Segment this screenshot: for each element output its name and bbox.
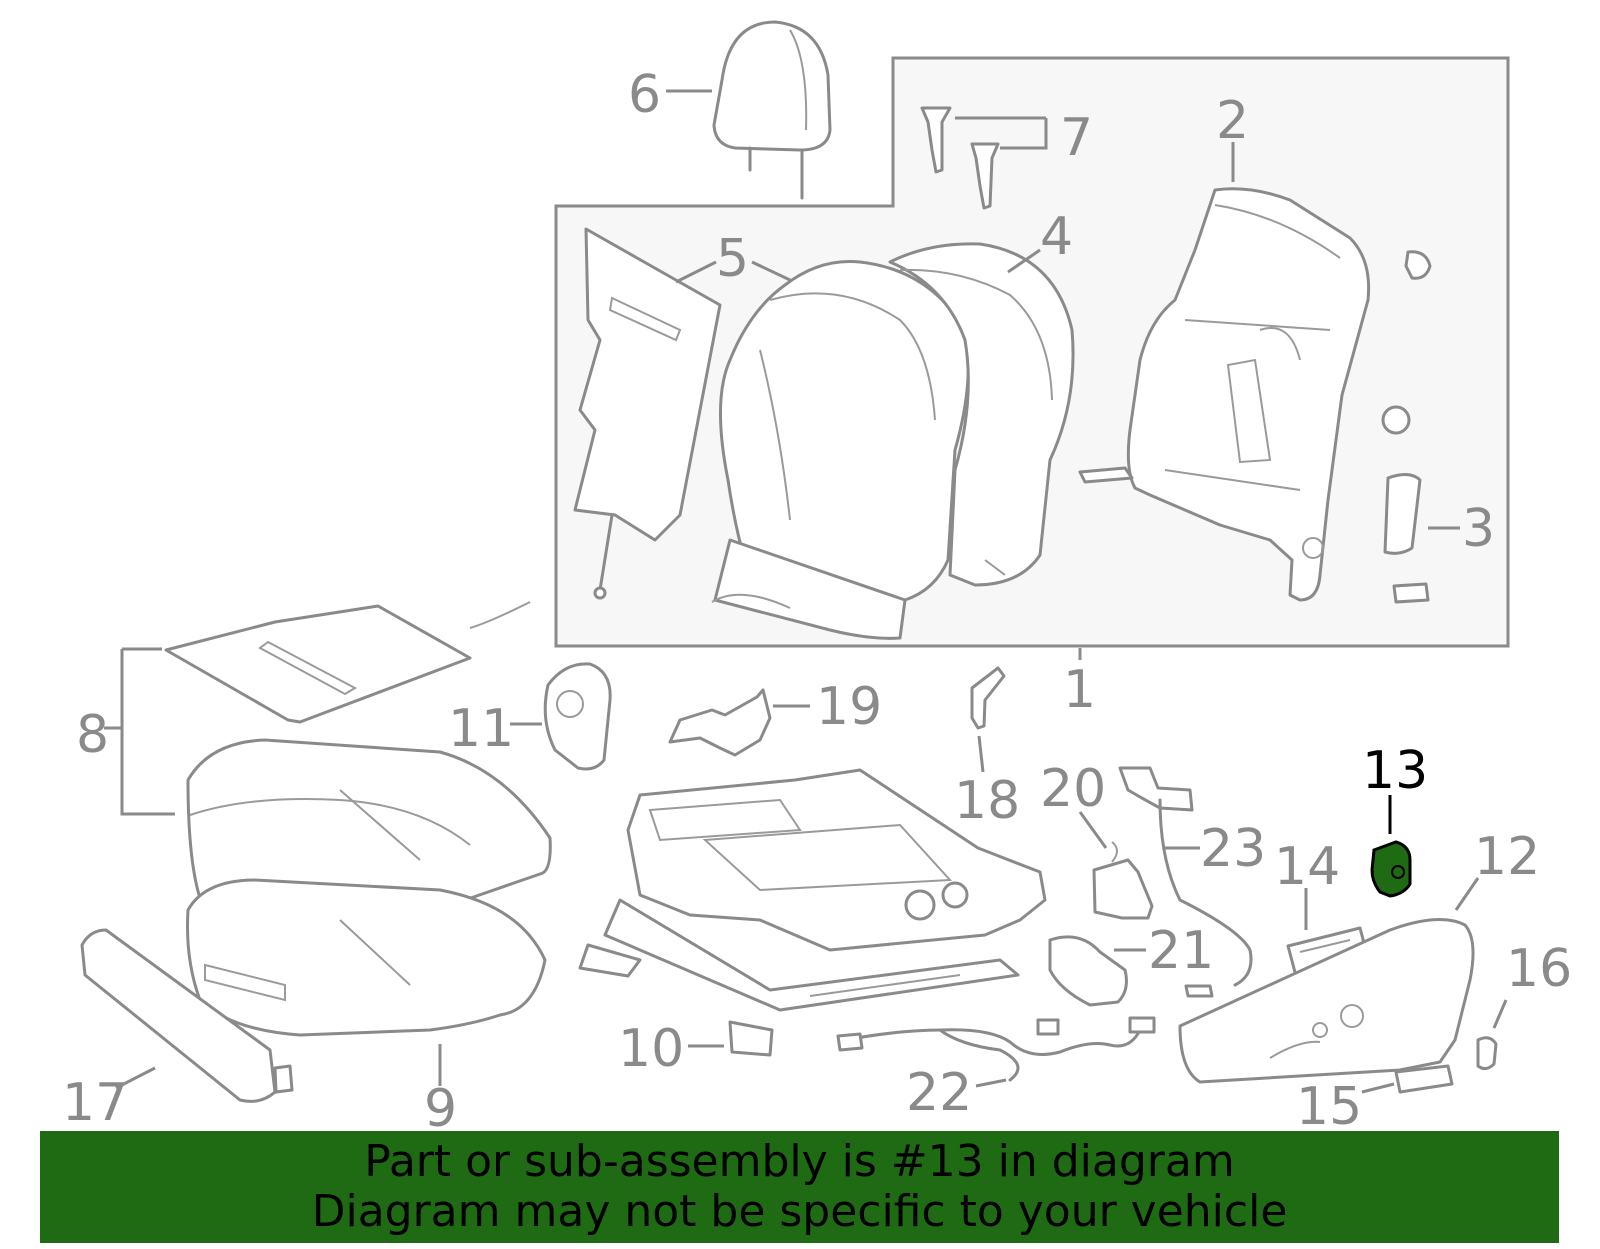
- seat-cushion-cover-part: [186, 738, 552, 1037]
- lever-part: [1394, 1064, 1454, 1094]
- callout-7: 7: [1060, 108, 1093, 168]
- seat-back-cover-part: [888, 242, 1075, 587]
- wire-harness-part: [836, 1016, 1156, 1082]
- callout-22: 22: [906, 1063, 972, 1123]
- side-cover-part: [1178, 918, 1475, 1084]
- headrest-support-part: [920, 106, 1000, 210]
- seat-heater-part: [164, 601, 531, 724]
- banner-line-2: Diagram may not be specific to your vehi…: [311, 1186, 1288, 1237]
- bracket-part: [668, 688, 772, 757]
- callout-11: 11: [448, 699, 514, 759]
- callout-12: 12: [1474, 827, 1540, 887]
- wire-bracket-part: [1092, 841, 1154, 920]
- callout-21: 21: [1148, 921, 1214, 981]
- info-banner: Part or sub-assembly is #13 in diagram D…: [40, 1131, 1559, 1243]
- headrest-part: [712, 20, 832, 200]
- callout-3: 3: [1462, 499, 1495, 559]
- callout-13: 13: [1362, 741, 1428, 801]
- callout-9: 9: [424, 1079, 457, 1139]
- callout-17: 17: [62, 1073, 128, 1133]
- leader-lines: [104, 89, 1508, 1094]
- callout-10: 10: [618, 1019, 684, 1079]
- callout-16: 16: [1506, 939, 1572, 999]
- recliner-cover-part: [1381, 250, 1432, 604]
- knob-part: [1476, 1036, 1498, 1071]
- seat-adjuster-part: [578, 768, 1047, 1057]
- cable-part: [1118, 766, 1253, 998]
- banner-line-1: Part or sub-assembly is #13 in diagram: [364, 1136, 1235, 1187]
- seat-back-frame-part: [1078, 187, 1371, 602]
- trim-cover-part: [543, 662, 612, 771]
- callout-15: 15: [1296, 1077, 1362, 1137]
- recliner-inner-cover-part: [1048, 935, 1128, 1007]
- side-shield-part: [80, 928, 294, 1103]
- callout-2: 2: [1216, 91, 1249, 151]
- callout-6: 6: [628, 65, 661, 125]
- callout-4: 4: [1040, 207, 1073, 267]
- callout-8: 8: [76, 705, 109, 765]
- callout-14: 14: [1274, 837, 1340, 897]
- callout-23: 23: [1200, 819, 1266, 879]
- seat-back-board-part: [573, 227, 722, 600]
- callout-19: 19: [816, 677, 882, 737]
- callout-1: 1: [1063, 660, 1096, 720]
- highlighted-part-13: [1370, 840, 1412, 898]
- callout-5: 5: [716, 229, 749, 289]
- seat-back-pad-part: [711, 260, 970, 640]
- callout-20: 20: [1040, 759, 1106, 819]
- small-cover-part: [970, 666, 1006, 730]
- callout-18: 18: [954, 771, 1020, 831]
